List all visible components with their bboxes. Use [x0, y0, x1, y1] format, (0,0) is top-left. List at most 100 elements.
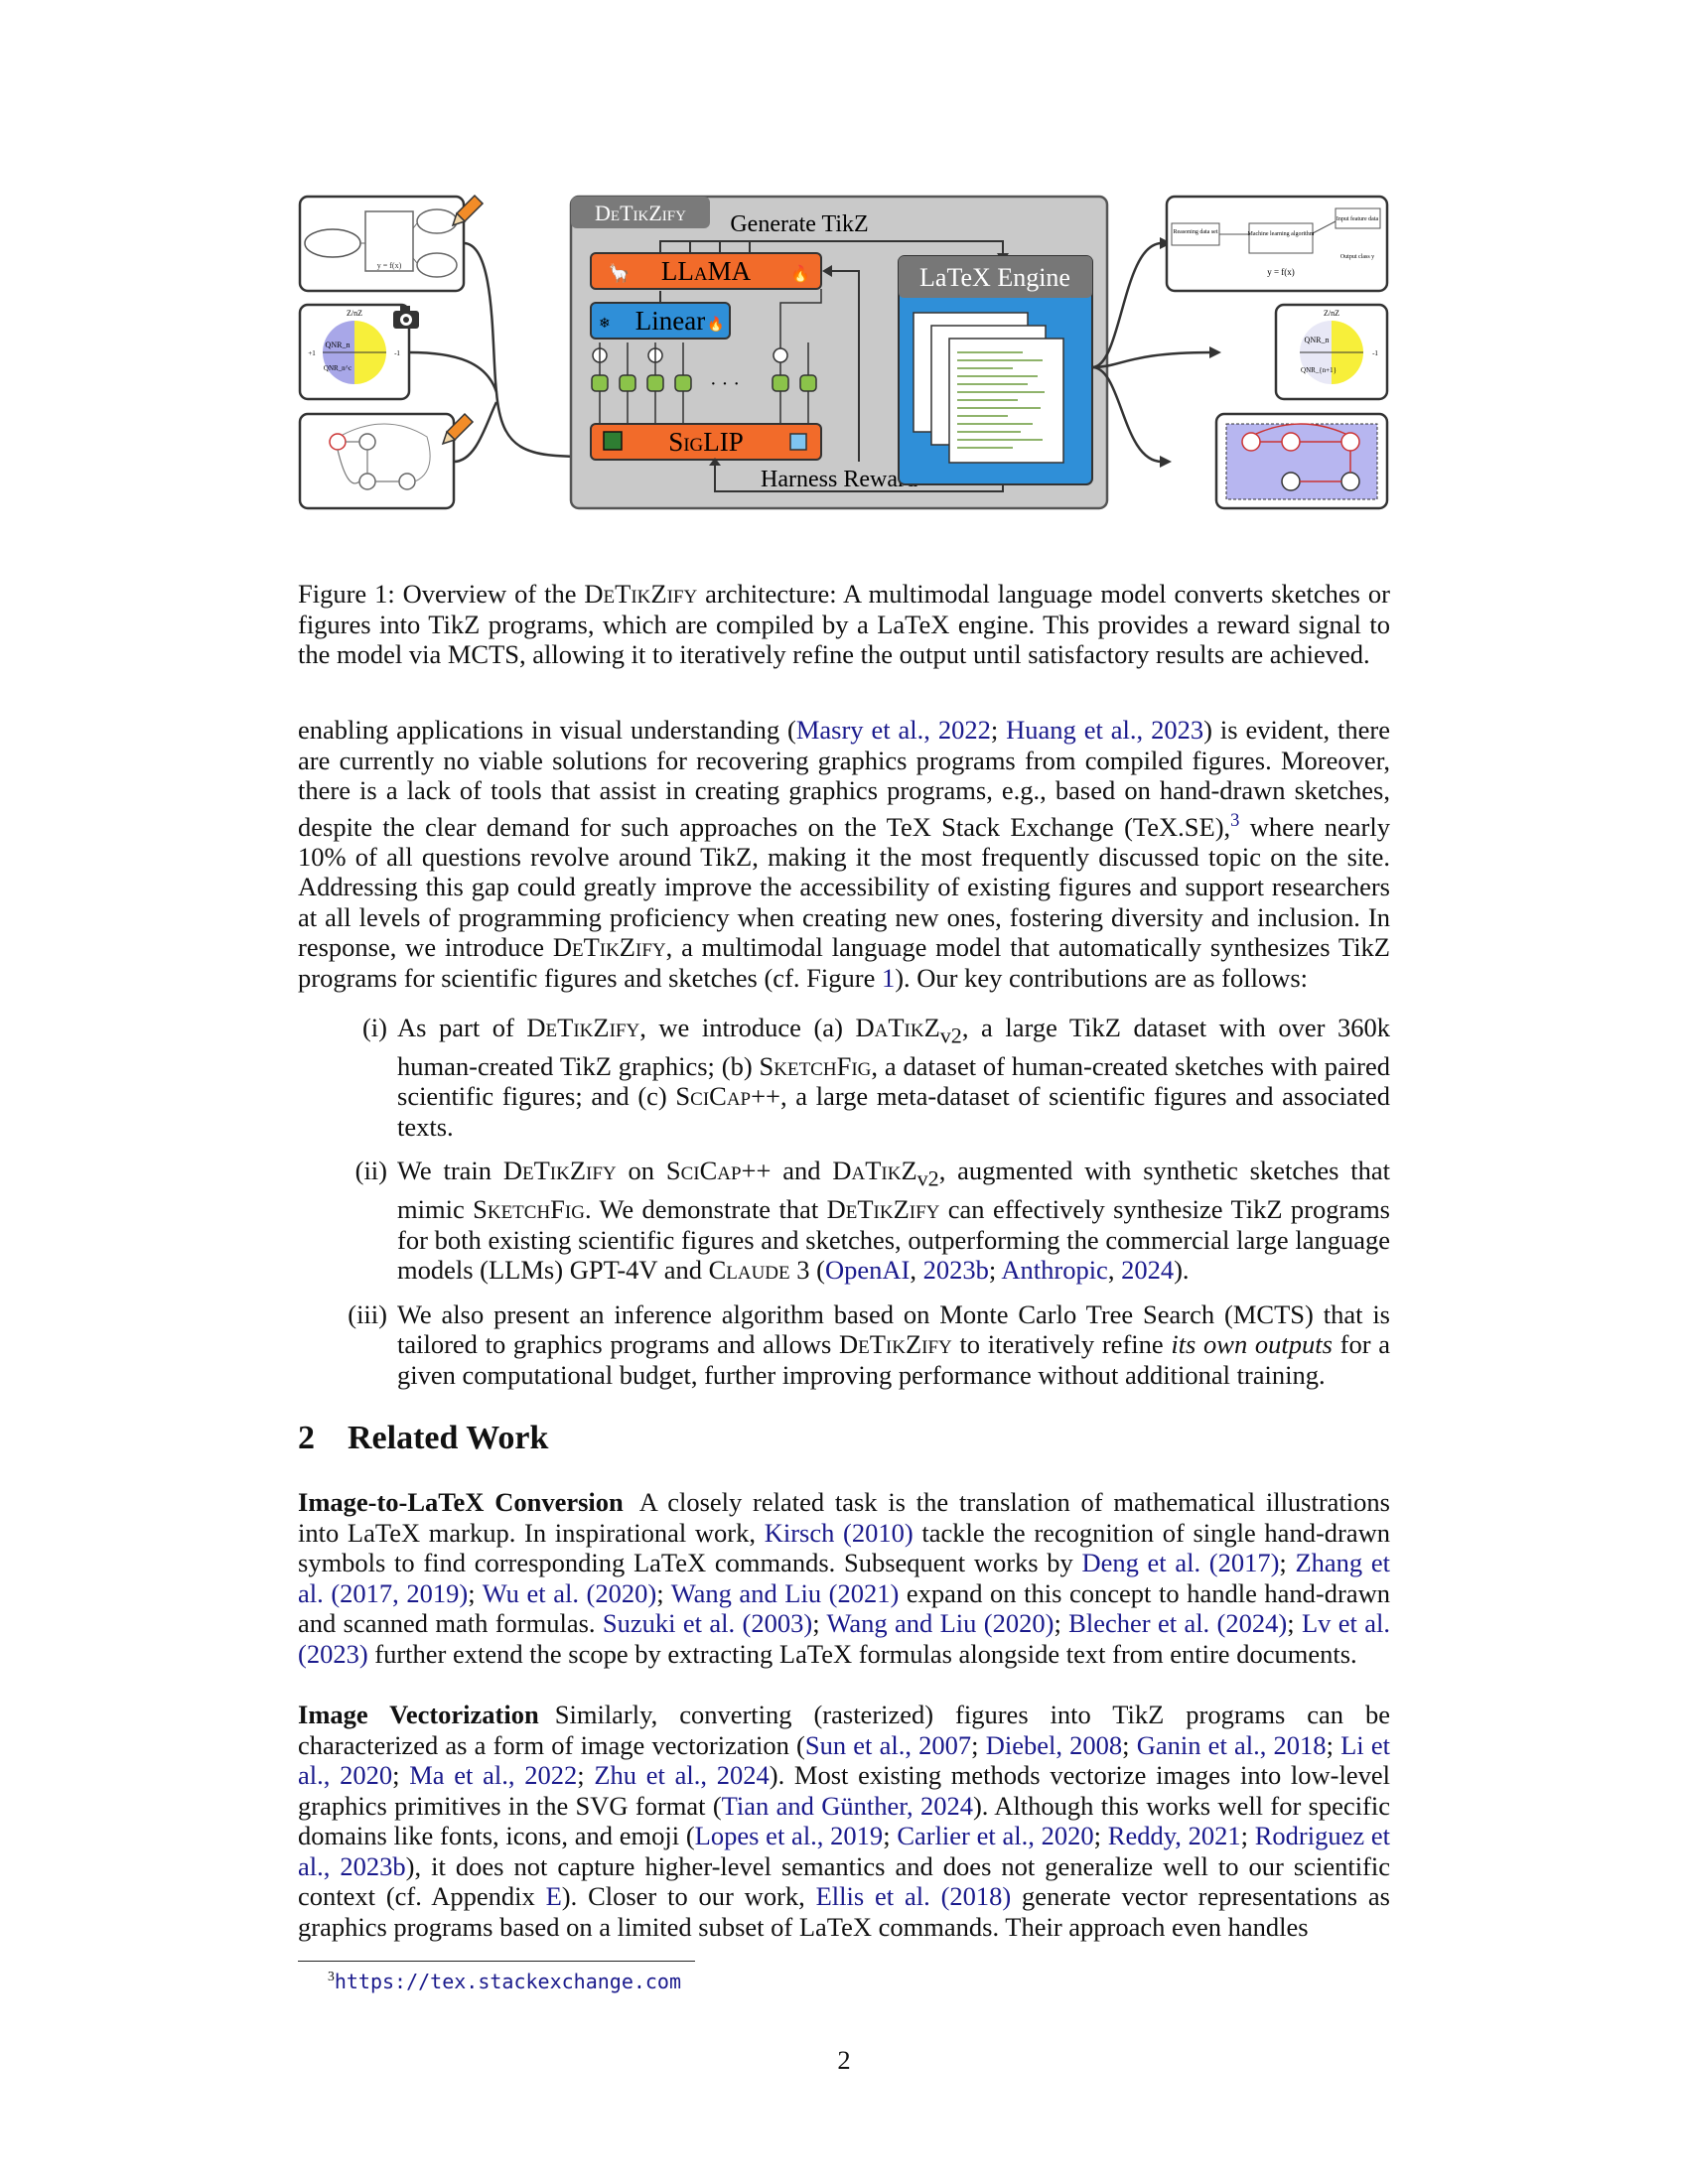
paragraph-heading: Image Vectorization — [298, 1700, 539, 1729]
citation-link[interactable]: 2023b — [922, 1255, 989, 1286]
citation-link[interactable]: Anthropic — [1001, 1255, 1108, 1286]
citation-link[interactable]: Diebel, 2008 — [985, 1729, 1123, 1760]
emphasis: its own outputs — [1171, 1329, 1333, 1360]
text: ; — [1240, 1821, 1255, 1850]
figure-ref-link[interactable]: 1 — [881, 962, 896, 993]
citation-link[interactable]: Li et al., 2020 — [298, 1729, 1390, 1791]
latex-engine-block: LaTeX Engine — [898, 255, 1093, 485]
text: ; — [1093, 1821, 1108, 1850]
text: ). Although this works well for specific… — [298, 1790, 1391, 1851]
footnote-rule — [298, 1961, 695, 1962]
text: 3 ( — [789, 1255, 825, 1286]
flow-out-e: y = f(x) — [1267, 267, 1295, 277]
footnote-number: 3 — [328, 1969, 335, 1983]
text: ; — [1287, 1608, 1302, 1638]
citation-link[interactable]: Blecher et al. (2024) — [1068, 1608, 1288, 1638]
para1-text-2: ) is evident, there are currently no via… — [298, 715, 1390, 842]
text: ; — [812, 1608, 827, 1638]
paragraph-heading: Image-to-LaTeX Conversion — [298, 1487, 624, 1517]
llama-icon: 🦙 — [608, 262, 630, 283]
text: Similarly, converting (rasterized) figur… — [298, 1700, 1390, 1760]
citation-link[interactable]: Deng et al. (2017) — [1081, 1548, 1280, 1577]
citation-link[interactable]: Ellis et al. (2018) — [815, 1881, 1012, 1911]
text: ). Closer to our work, — [561, 1881, 816, 1911]
intro-paragraph: enabling applications in visual understa… — [298, 715, 1390, 993]
text: ; — [1326, 1729, 1341, 1760]
pie-in-left2-label: QNR_n^c — [324, 364, 352, 372]
pie-out-left2-label: QNR_{n+1} — [1301, 366, 1336, 374]
text: ; — [883, 1821, 898, 1850]
text: As part of — [397, 1013, 527, 1042]
input-sketch-card: y = f(x) — [298, 195, 466, 293]
citation-link[interactable]: Masry et al., 2022 — [795, 715, 991, 745]
image-icon — [603, 431, 623, 451]
subscript: v2 — [916, 1165, 939, 1191]
citation-link[interactable]: Carlier et al., 2020 — [897, 1821, 1094, 1850]
flow-out-d: Output class y — [1340, 254, 1374, 260]
pie-out-r-label: -1 — [1372, 349, 1378, 357]
text: ; — [971, 1729, 986, 1760]
footnote-mark[interactable]: 3 — [1230, 809, 1240, 831]
figure-caption: Figure 1: Overview of the DeTikZify arch… — [298, 579, 1390, 670]
citation-link[interactable]: Wang and Liu (2021) — [670, 1577, 900, 1608]
linear-label: Linear — [635, 306, 705, 336]
text: ; — [656, 1577, 671, 1608]
text: , a dataset of human-created sketches wi… — [397, 1050, 1390, 1112]
citation-link[interactable]: Ma et al., 2022 — [409, 1760, 578, 1790]
flow-out-c: Input feature data — [1336, 215, 1379, 222]
pie-in-left-label: QNR_n — [326, 341, 351, 349]
citation-link[interactable]: 2024 — [1121, 1255, 1175, 1286]
citation-link[interactable]: Wang and Liu (2020) — [826, 1608, 1055, 1638]
text: We train — [397, 1156, 503, 1186]
citation-link[interactable]: Huang et al., 2023 — [1006, 715, 1204, 745]
citation-link[interactable]: Wu et al. (2020) — [482, 1577, 657, 1608]
model-name: DeTikZify — [502, 1156, 617, 1186]
pie-in-l-label: +1 — [308, 349, 316, 357]
footnote-url-link[interactable]: https://tex.stackexchange.com — [334, 1970, 682, 1993]
text: . We demonstrate that — [584, 1194, 827, 1225]
harness-reward-label: Harness Reward — [761, 467, 917, 492]
text: ; — [988, 1255, 1002, 1286]
input-handdrawn-card — [298, 412, 456, 510]
text: tackle the recognition of single hand-dr… — [298, 1517, 1390, 1578]
citation-link[interactable]: Tian and Günther, 2024 — [721, 1790, 973, 1821]
text: ; — [1122, 1729, 1137, 1760]
subscript: v2 — [939, 1023, 962, 1048]
cube-icon — [789, 433, 807, 451]
para1-text-5: ). Our key contributions are as follows: — [895, 962, 1309, 993]
caption-label: Figure 1: — [298, 579, 395, 609]
frame-title: DeTikZify — [595, 201, 686, 225]
svg-text:y = f(x): y = f(x) — [377, 261, 402, 270]
citation-link[interactable]: Sun et al., 2007 — [804, 1729, 972, 1760]
dataset-name: DaTikZ — [855, 1013, 940, 1042]
pie-out-top-label: Z/nZ — [1324, 309, 1339, 318]
citation-link[interactable]: Zhu et al., 2024 — [594, 1760, 770, 1790]
text: and — [771, 1156, 833, 1186]
model-name: DeTikZify — [838, 1329, 952, 1360]
citation-link[interactable]: Ganin et al., 2018 — [1136, 1729, 1327, 1760]
text: ; — [392, 1760, 410, 1790]
contribution-item: (iii) We also present an inference algor… — [298, 1299, 1390, 1391]
citation-link[interactable]: Rodriguez et al., 2023b — [298, 1821, 1390, 1881]
citation-link[interactable]: Lv et al. (2023) — [298, 1608, 1391, 1669]
citation-link[interactable]: OpenAI — [824, 1255, 911, 1286]
citation-link[interactable]: Kirsch (2010) — [764, 1517, 914, 1548]
dataset-name: SciCap++ — [665, 1156, 772, 1186]
text: , a large TikZ dataset with over 360k hu… — [397, 1013, 1390, 1081]
token-row: · · · — [591, 289, 822, 424]
section-number: 2 — [298, 1420, 315, 1456]
latex-engine-label: LaTeX Engine — [919, 263, 1070, 292]
citation-link[interactable]: Zhang et al. (2017, 2019) — [298, 1548, 1390, 1608]
footnote: 3https://tex.stackexchange.com — [328, 1969, 681, 1994]
citation-link[interactable]: Suzuki et al. (2003) — [602, 1608, 813, 1638]
text: ; — [1054, 1608, 1069, 1638]
appendix-ref-link[interactable]: E — [545, 1881, 562, 1911]
model-name: Claude — [708, 1255, 790, 1286]
text: for a given computational budget, furthe… — [397, 1329, 1390, 1390]
citation-link[interactable]: Reddy, 2021 — [1107, 1821, 1241, 1850]
pencil-icon — [451, 194, 485, 227]
citation-link[interactable]: Lopes et al., 2019 — [694, 1821, 884, 1850]
text: , — [910, 1255, 923, 1286]
text: on — [616, 1156, 666, 1186]
